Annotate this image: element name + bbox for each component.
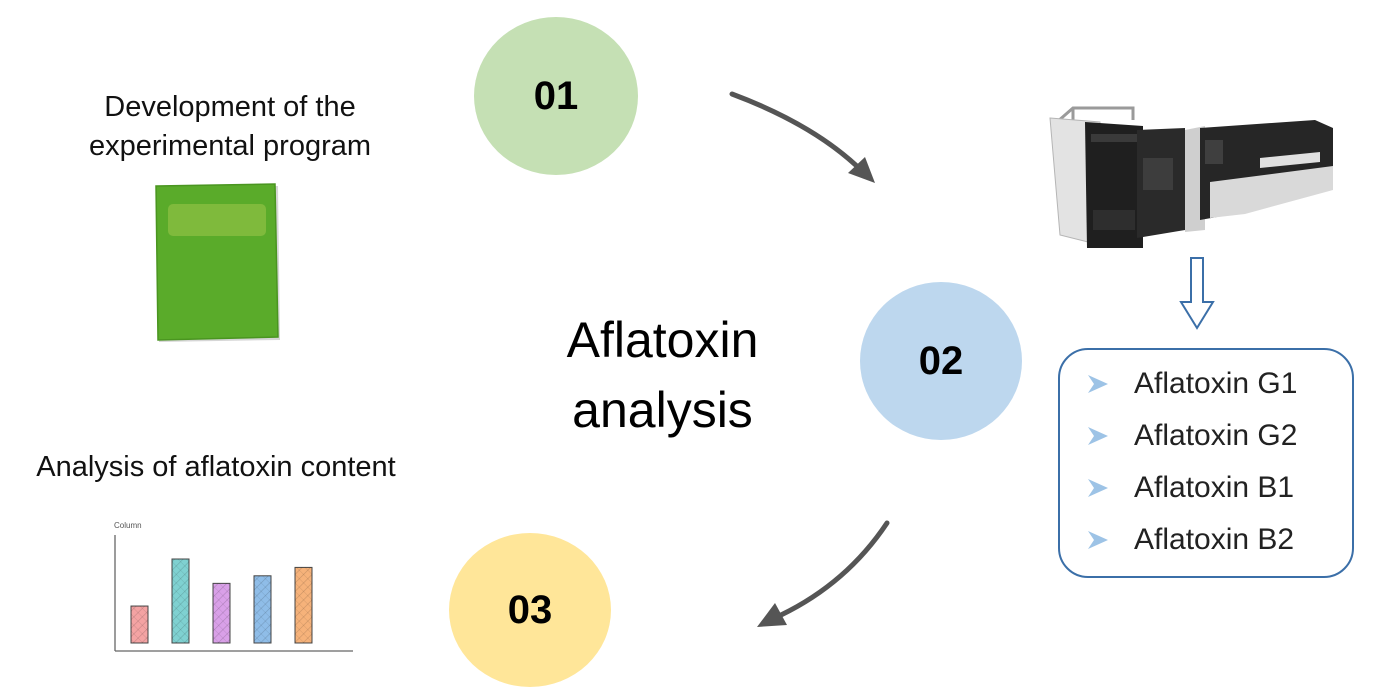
step-03-label: 03 — [507, 587, 553, 632]
step-03-caption: Analysis of aflatoxin content — [36, 451, 396, 483]
hollow-down-arrow-icon — [1179, 257, 1215, 330]
arrowhead-bullet-icon — [1088, 531, 1108, 549]
arrowhead-bullet-icon — [1088, 375, 1108, 393]
step-01-caption-line-2: experimental program — [88, 130, 372, 162]
center-title-line-1: Aflatoxin — [566, 312, 759, 368]
step-01-caption: Development of the experimental program — [40, 88, 420, 166]
mini-chart-bar-hatch — [172, 559, 189, 643]
step-02-circle: 02 — [860, 282, 1022, 440]
step-03-circle: 03 — [449, 533, 611, 687]
analyte-label: Aflatoxin B2 — [1134, 523, 1295, 556]
analyte-row: Aflatoxin G2 — [1086, 416, 1297, 456]
analyte-label: Aflatoxin G1 — [1134, 367, 1298, 400]
step-01-caption-line-1: Development of the — [104, 91, 356, 123]
step-01-label: 01 — [533, 73, 579, 118]
mini-chart-bar-hatch — [254, 575, 271, 643]
green-notebook-icon — [155, 183, 280, 342]
analyte-row: Aflatoxin B1 — [1086, 468, 1294, 508]
analyte-list-box: Aflatoxin G1 Aflatoxin G2 Aflatoxin B1 A… — [1058, 348, 1354, 578]
analyte-label: Aflatoxin B1 — [1134, 471, 1295, 504]
mini-chart-bar-hatch — [213, 583, 230, 643]
hplc-instrument-icon — [1049, 106, 1333, 248]
mini-chart-title: Column — [114, 521, 142, 530]
analyte-row: Aflatoxin G1 — [1086, 364, 1297, 404]
analyte-label: Aflatoxin G2 — [1134, 419, 1298, 452]
mini-chart-bar-hatch — [295, 567, 312, 643]
mini-chart-bar-hatch — [131, 606, 148, 643]
arrowhead-bullet-icon — [1088, 427, 1108, 445]
center-title-line-2: analysis — [572, 382, 753, 438]
analyte-row: Aflatoxin B2 — [1086, 520, 1294, 560]
arrowhead-bullet-icon — [1088, 479, 1108, 497]
step-02-label: 02 — [918, 338, 964, 383]
step-01-circle: 01 — [474, 17, 638, 175]
mini-column-chart: Column — [114, 521, 353, 652]
center-title: Aflatoxin analysis — [530, 305, 795, 445]
curved-arrow-1-to-2 — [729, 91, 875, 183]
curved-arrow-2-to-3 — [757, 520, 890, 627]
